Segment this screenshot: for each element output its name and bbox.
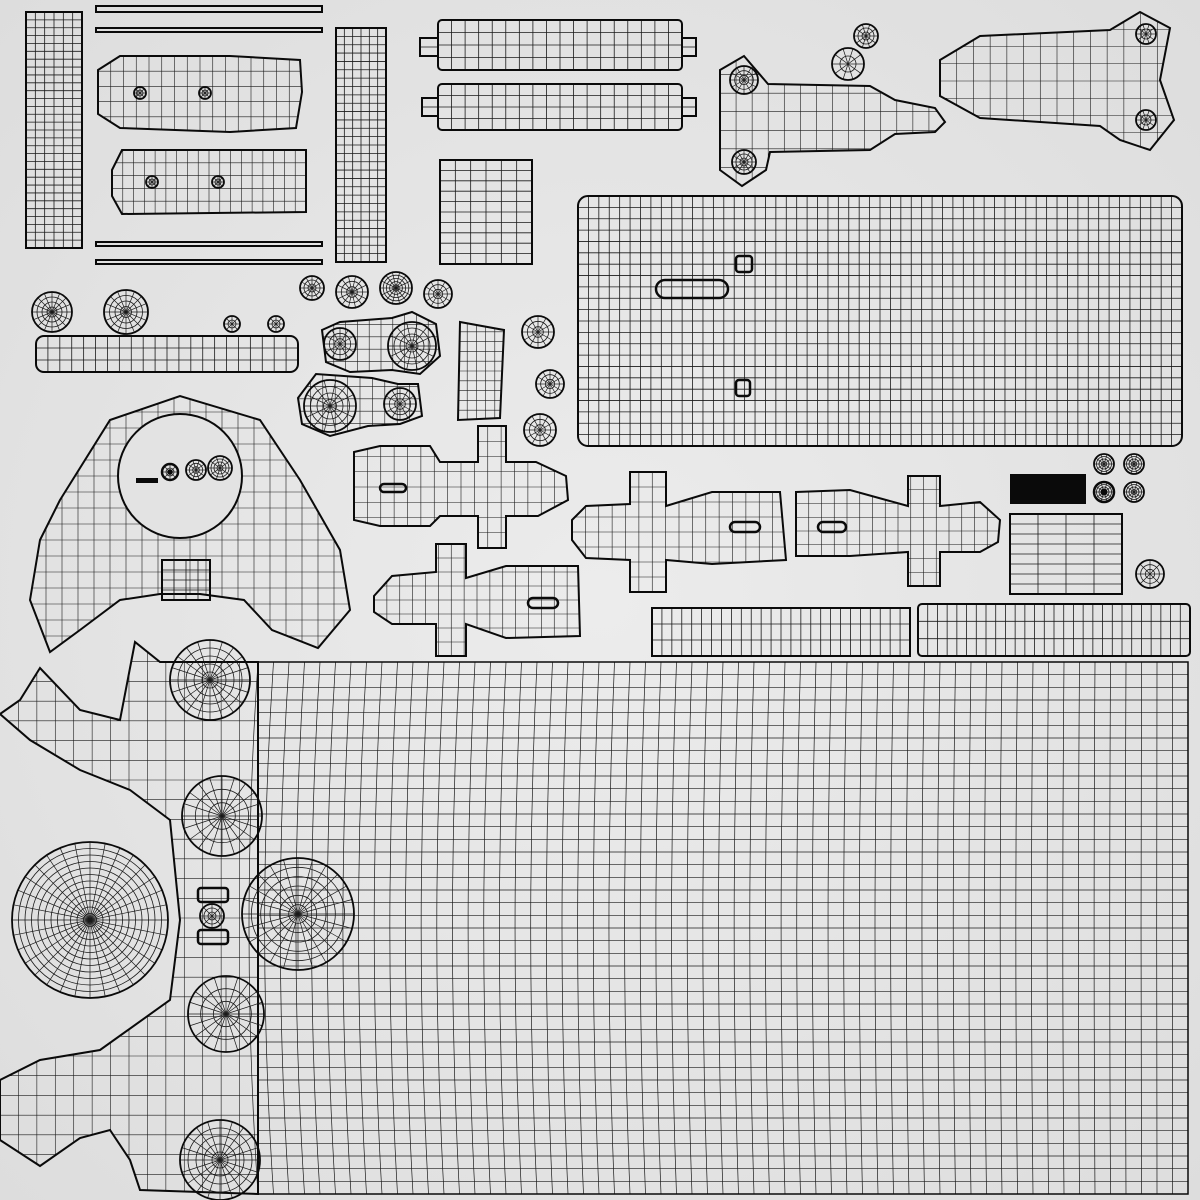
small-dot-a (1093, 453, 1115, 475)
island-right-panel (1009, 513, 1123, 595)
island-top-strip (95, 5, 323, 13)
island-bar-right (917, 603, 1191, 657)
circle-g (379, 271, 413, 305)
island-barrel-mid-capl (421, 97, 439, 117)
horseshoe-dot-b (185, 459, 207, 481)
small-dot-b (1123, 453, 1145, 475)
island-link-top (320, 310, 442, 376)
grip-bottom-hole-b (211, 175, 225, 189)
horseshoe-marker-bar (136, 478, 158, 483)
stock-ring-top (169, 639, 251, 721)
circle-b (103, 289, 149, 335)
bolt-b-slot (728, 520, 762, 534)
bolt-a-slot (378, 482, 408, 494)
stock-ring-d (179, 1119, 261, 1200)
link-bottom-a (303, 379, 357, 433)
receiver-pin-b (734, 378, 752, 398)
link-top-a (323, 327, 357, 361)
trigger-pivot-b (1135, 109, 1157, 131)
island-barrel-top-capl (419, 37, 439, 57)
island-left-rail (25, 11, 83, 249)
circle-f (335, 275, 369, 309)
stock-center-nut (199, 903, 225, 929)
stock-ring-c (187, 975, 265, 1053)
circle-j (535, 369, 565, 399)
island-tiny-a (831, 47, 865, 81)
bolt-c-slot (816, 520, 848, 534)
link-top-b (387, 321, 437, 371)
circle-e (299, 275, 325, 301)
island-barrel-top-capr (681, 37, 697, 57)
grip-top-hole-b (198, 86, 212, 100)
trigger-pivot-a (1135, 23, 1157, 45)
stock-pin-bottom (196, 928, 230, 946)
circle-c (223, 315, 241, 333)
lever-pivot-a (729, 65, 759, 95)
island-grip-bottom (111, 149, 307, 216)
receiver-pin-a (734, 254, 754, 274)
island-small-grid (439, 159, 533, 265)
island-octagon (1135, 559, 1165, 589)
island-barrel-mid-capr (681, 97, 697, 117)
link-bottom-b (383, 387, 417, 421)
island-right-rail (335, 27, 387, 263)
small-dot-d (1123, 481, 1145, 503)
circle-d (267, 315, 285, 333)
circle-a (31, 291, 73, 333)
island-curved-strip (456, 320, 506, 422)
island-rod (35, 335, 299, 373)
island-grip-top (97, 55, 304, 134)
grip-top-hole-a (133, 86, 147, 100)
stock-big-disc (11, 841, 169, 999)
island-link-bottom (296, 372, 424, 438)
island-horseshoe-tab (161, 559, 211, 601)
lever-pivot-b (731, 149, 757, 175)
circle-h (423, 279, 453, 309)
island-receiver (577, 195, 1183, 447)
grip-bottom-hole-a (145, 175, 159, 189)
circle-k (523, 413, 557, 447)
circle-i (521, 315, 555, 349)
island-black-block (1010, 474, 1086, 504)
island-tiny-b (853, 23, 879, 49)
island-bottom-strip-2 (95, 259, 323, 265)
horseshoe-dot-a (160, 462, 180, 482)
stock-pin-top (196, 886, 230, 904)
stock-ring-a (181, 775, 263, 857)
receiver-slot (654, 278, 730, 300)
island-bottom-strip (95, 241, 323, 247)
island-top-strip-2 (95, 27, 323, 33)
small-dot-c (1092, 480, 1116, 504)
bolt-d-slot (526, 596, 560, 610)
horseshoe-dot-c (207, 455, 233, 481)
island-stock-mesh (248, 661, 1189, 1195)
horseshoe-cutout (117, 413, 243, 539)
stock-ring-b (241, 857, 355, 971)
island-bar-left (651, 607, 911, 657)
